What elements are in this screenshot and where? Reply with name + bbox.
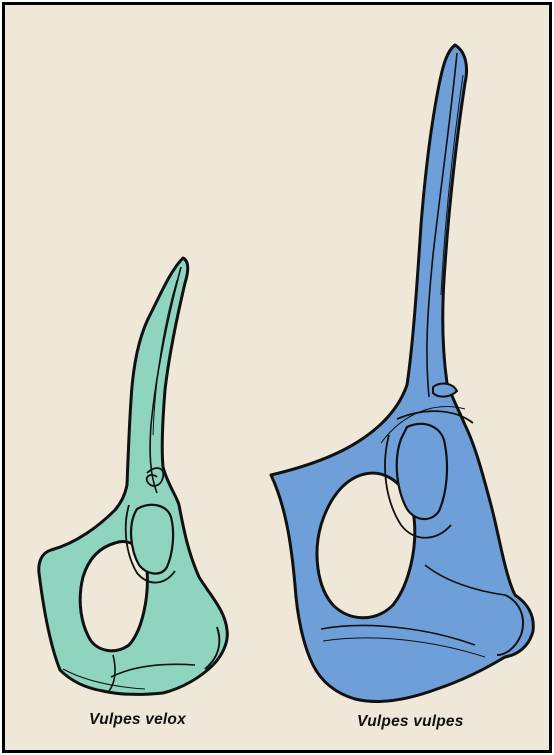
caption-vulpes-velox: Vulpes velox [89,711,186,729]
caption-vulpes-vulpes: Vulpes vulpes [357,713,464,731]
vulpes-vulpes-pelvis-illustration [271,45,533,701]
vulpes-velox-pelvis-illustration [39,258,227,694]
pelvis-comparison-drawing [5,5,549,750]
